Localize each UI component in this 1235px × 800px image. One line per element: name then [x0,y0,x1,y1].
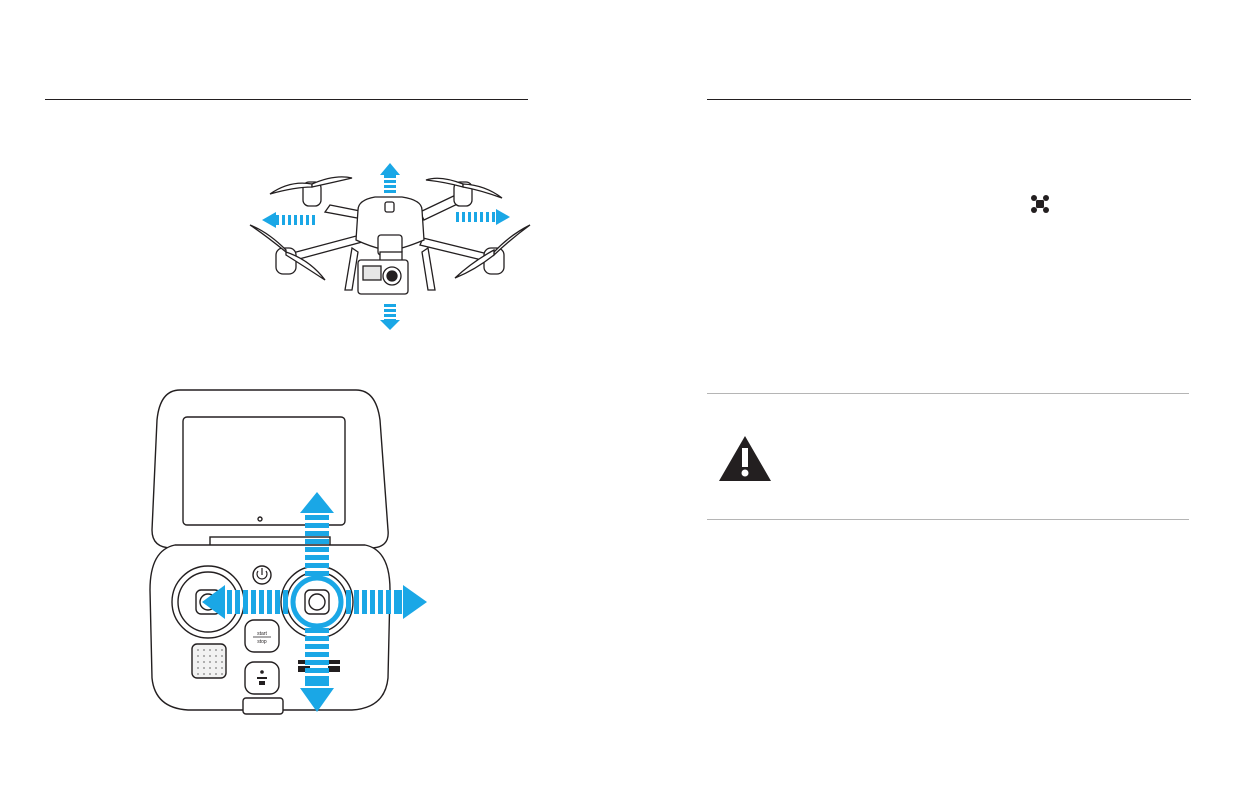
drone-mode-icon [1029,193,1051,215]
left-section-divider [45,99,528,100]
warning-bottom-divider [707,519,1189,520]
warning-triangle-icon [717,434,773,484]
start-label: start [257,631,267,637]
controller-illustration: start stop [140,380,440,720]
stop-label: stop [257,639,267,645]
drone-illustration [240,160,540,335]
warning-top-divider [707,393,1189,394]
right-section-divider [707,99,1191,100]
